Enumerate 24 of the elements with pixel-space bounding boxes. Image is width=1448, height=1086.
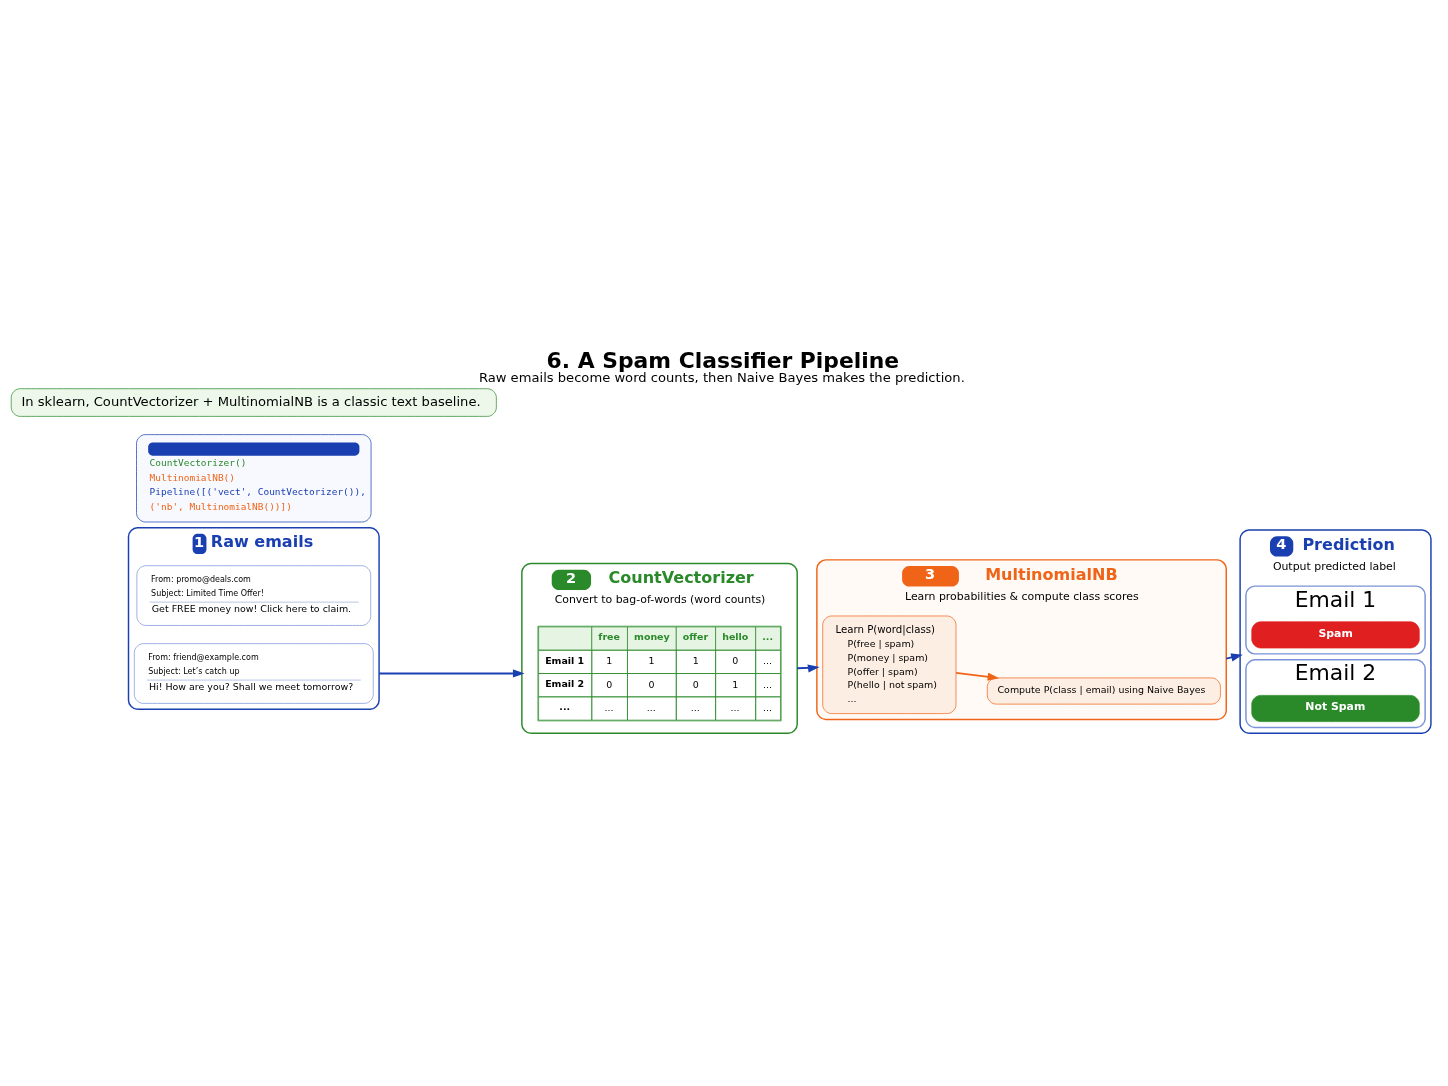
label: ... (762, 630, 774, 642)
label: 0 (732, 654, 739, 666)
label: Email 1 (545, 654, 585, 666)
label: ... (762, 654, 772, 666)
label: 1 (692, 654, 699, 666)
label: 1 (606, 654, 613, 666)
label: 1 (648, 654, 655, 666)
label: ... (646, 701, 656, 713)
label: 0 (648, 678, 655, 690)
label: 0 (606, 678, 613, 690)
label: 0 (692, 678, 699, 690)
label: ... (690, 701, 700, 713)
label: Email 2 (545, 677, 585, 689)
label: money (634, 630, 670, 642)
label: free (598, 630, 620, 642)
label: hello (722, 630, 749, 642)
label: ... (762, 701, 772, 713)
diagram-title: 6. A Spam Classifier Pipeline (546, 347, 900, 373)
label: ... (604, 701, 614, 713)
label: ... (730, 701, 740, 713)
label: offer (682, 630, 709, 642)
label: ... (559, 700, 571, 712)
label: ... (762, 678, 772, 690)
label: 1 (732, 678, 739, 690)
